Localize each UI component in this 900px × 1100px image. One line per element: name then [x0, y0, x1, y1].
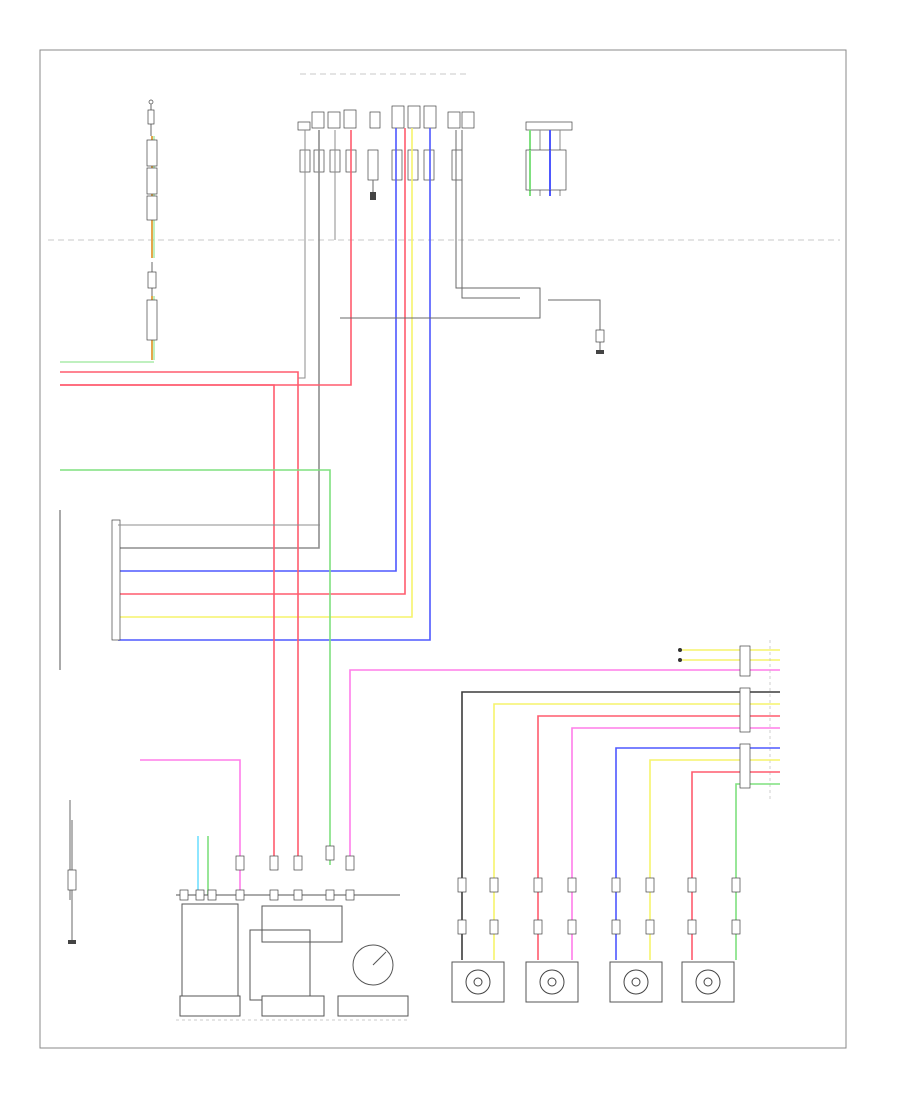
right-module-connector [678, 640, 780, 800]
speaker-front-right [525, 961, 579, 1003]
upper-connector-harness [297, 105, 475, 200]
bottom-left-ground [67, 820, 77, 944]
speaker-front-left [451, 961, 505, 1003]
diagram-frame [39, 49, 847, 1049]
left-connector-block [111, 519, 320, 641]
speaker-connectors [457, 877, 741, 935]
upper-wires [60, 128, 601, 641]
speaker-rear-left [609, 961, 663, 1003]
fuse-feed-top-left [60, 99, 158, 363]
speaker-rear-right [681, 961, 735, 1003]
left-bus-wires [59, 371, 331, 865]
combination-meter-wires [69, 759, 241, 900]
pink-wire [349, 669, 780, 865]
ground-symbol [595, 300, 605, 354]
speaker-wires [461, 687, 780, 960]
combination-meter [176, 889, 409, 1021]
upper-right-connector [525, 121, 573, 196]
meter-inline-connectors [235, 845, 355, 871]
